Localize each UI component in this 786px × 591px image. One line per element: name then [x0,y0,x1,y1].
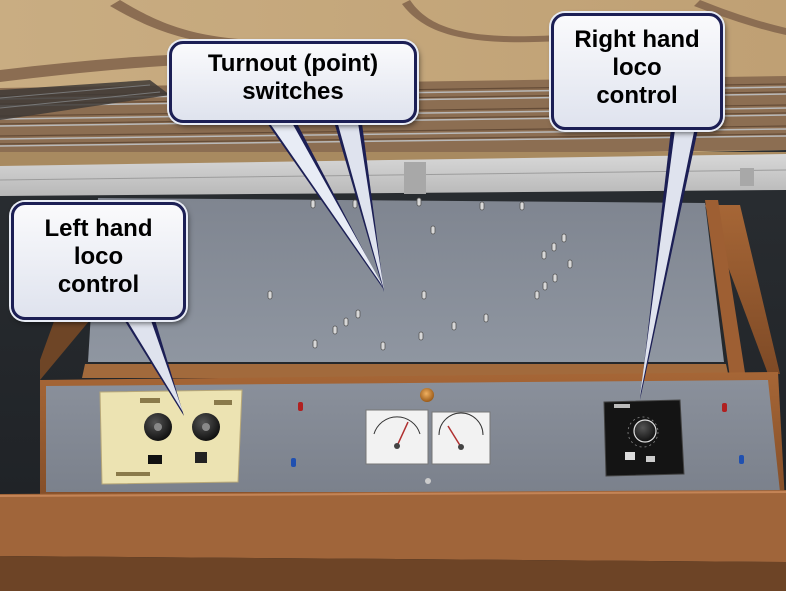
left-loco-controller [99,389,243,485]
callout-right-line-1: Right hand [574,26,700,53]
callout-left-line-1: Left hand [44,215,153,242]
callout-right-line-3: control [596,82,678,109]
callout-turnout-switches: Turnout (point) switches [169,41,417,123]
callout-right-line-2: loco [612,54,662,81]
ammeter [431,411,491,465]
callout-right-hand-loco-control: Right hand loco control [551,13,723,130]
callout-left-line-2: loco [73,243,124,270]
callout-left-hand-loco-control: Left hand loco control [11,202,186,320]
callout-turnout-line-1: Turnout (point) [207,50,379,77]
callout-turnout-line-2: switches [242,78,344,105]
indicator-lamp [420,388,434,402]
voltmeter [365,409,429,465]
callout-left-line-3: control [57,271,140,298]
right-loco-controller [603,399,685,477]
